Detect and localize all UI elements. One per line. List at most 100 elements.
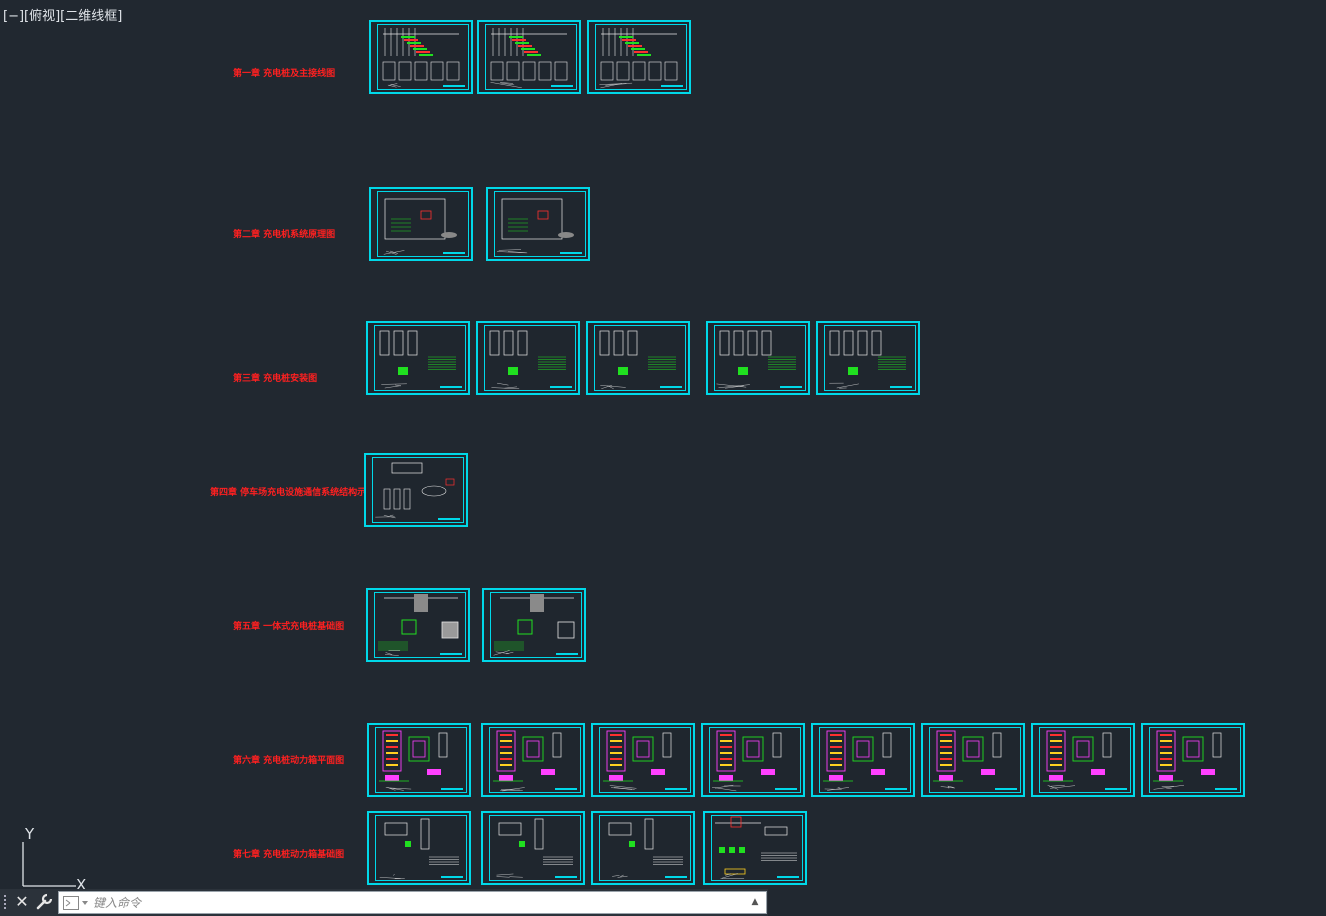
drawing-sheet[interactable]: [366, 588, 470, 662]
drawing-sheet[interactable]: [586, 321, 690, 395]
close-icon[interactable]: ✕: [15, 892, 29, 911]
sheet-drawing-content: [712, 730, 782, 792]
sheet-drawing-content: [379, 330, 456, 389]
chapter-label-4: 第四章 停车场充电设施通信系统结构示意图: [210, 488, 385, 498]
command-line-bar: ✕ ▲: [0, 889, 768, 916]
drawing-sheet[interactable]: [369, 187, 473, 261]
sheet-inner-frame: [490, 592, 582, 658]
drawing-sheet[interactable]: [366, 321, 470, 395]
sheet-drawing-content: [379, 818, 459, 879]
command-history-icon[interactable]: ▲: [751, 897, 759, 907]
drawing-sheet[interactable]: [481, 723, 585, 797]
drawing-sheet[interactable]: [587, 20, 691, 94]
drawing-sheet[interactable]: [591, 723, 695, 797]
sheet-inner-frame: [374, 325, 466, 391]
sheet-drawing-content: [375, 462, 455, 519]
command-input-box[interactable]: ▲: [58, 891, 767, 914]
sheet-drawing-content: [599, 28, 678, 89]
sheet-inner-frame: [484, 325, 576, 391]
chapter-label-2: 第二章 充电机系统原理图: [233, 230, 336, 240]
drawing-sheet[interactable]: [367, 811, 471, 885]
ucs-icon: Y X: [22, 825, 86, 892]
sheet-title-block: [665, 788, 687, 790]
drawing-sheet[interactable]: [481, 811, 585, 885]
sheet-inner-frame: [489, 815, 581, 881]
sheet-inner-frame: [824, 325, 916, 391]
drawing-sheet[interactable]: [811, 723, 915, 797]
sheet-inner-frame: [485, 24, 577, 90]
sheet-title-block: [995, 788, 1017, 790]
drawing-sheet[interactable]: [369, 20, 473, 94]
drawing-sheet[interactable]: [701, 723, 805, 797]
sheet-inner-frame: [377, 24, 469, 90]
sheet-drawing-content: [493, 730, 562, 792]
sheet-drawing-content: [496, 818, 573, 878]
sheet-title-block: [1105, 788, 1127, 790]
drawing-sheet[interactable]: [816, 321, 920, 395]
wrench-icon[interactable]: [35, 893, 53, 911]
grip-icon[interactable]: [3, 895, 9, 911]
drawing-sheet[interactable]: [1031, 723, 1135, 797]
drawing-sheet[interactable]: [703, 811, 807, 885]
ucs-x-label: X: [76, 876, 86, 892]
sheet-drawing-content: [493, 594, 575, 656]
sheet-drawing-content: [378, 594, 459, 656]
sheet-drawing-content: [715, 816, 797, 879]
sheet-title-block: [443, 85, 465, 87]
sheet-title-block: [441, 876, 463, 878]
ucs-y-label: Y: [24, 825, 35, 843]
sheet-drawing-content: [829, 330, 906, 389]
sheet-inner-frame: [1039, 727, 1131, 793]
sheet-drawing-content: [496, 198, 574, 254]
drawing-sheet[interactable]: [591, 811, 695, 885]
sheet-title-block: [660, 386, 682, 388]
sheet-inner-frame: [599, 815, 691, 881]
sheet-inner-frame: [375, 727, 467, 793]
sheet-drawing-content: [1153, 730, 1222, 790]
command-prompt-icon[interactable]: [63, 896, 89, 910]
command-input[interactable]: [93, 893, 743, 912]
sheet-title-block: [775, 788, 797, 790]
drawing-sheet[interactable]: [477, 20, 581, 94]
sheet-inner-frame: [494, 191, 586, 257]
sheet-drawing-content: [383, 198, 457, 255]
sheet-inner-frame: [819, 727, 911, 793]
sheet-drawing-content: [489, 330, 566, 390]
drawing-sheet[interactable]: [476, 321, 580, 395]
drawing-sheet[interactable]: [1141, 723, 1245, 797]
sheet-inner-frame: [374, 592, 466, 658]
sheet-drawing-content: [379, 730, 448, 791]
sheet-drawing-content: [382, 28, 460, 88]
drawing-sheet[interactable]: [364, 453, 468, 527]
drawing-sheet[interactable]: [706, 321, 810, 395]
sheet-title-block: [551, 85, 573, 87]
sheet-inner-frame: [595, 24, 687, 90]
viewport-controls-label[interactable]: [−][俯视][二维线框]: [3, 9, 123, 24]
sheet-title-block: [440, 386, 462, 388]
sheet-title-block: [555, 876, 577, 878]
sheet-title-block: [440, 653, 462, 655]
drawing-sheet[interactable]: [486, 187, 590, 261]
sheet-title-block: [665, 876, 687, 878]
chapter-label-5: 第五章 一体式充电桩基础图: [233, 622, 345, 632]
sheet-inner-frame: [489, 727, 581, 793]
sheet-inner-frame: [377, 191, 469, 257]
drawing-sheet[interactable]: [482, 588, 586, 662]
sheet-drawing-content: [823, 730, 892, 791]
sheet-drawing-content: [603, 730, 672, 790]
sheet-inner-frame: [929, 727, 1021, 793]
sheet-inner-frame: [709, 727, 801, 793]
chapter-label-6: 第六章 充电桩动力箱平面图: [233, 756, 345, 766]
sheet-title-block: [661, 85, 683, 87]
sheet-drawing-content: [1043, 730, 1112, 790]
chapter-label-3: 第三章 充电桩安装图: [233, 374, 318, 384]
sheet-drawing-content: [490, 28, 568, 89]
sheet-title-block: [556, 653, 578, 655]
drawing-sheet[interactable]: [921, 723, 1025, 797]
drawing-sheet[interactable]: [367, 723, 471, 797]
sheet-drawing-content: [716, 330, 796, 389]
sheet-title-block: [777, 876, 799, 878]
chapter-label-1: 第一章 充电桩及主接线图: [233, 69, 336, 79]
sheet-inner-frame: [372, 457, 464, 523]
sheet-title-block: [560, 252, 582, 254]
